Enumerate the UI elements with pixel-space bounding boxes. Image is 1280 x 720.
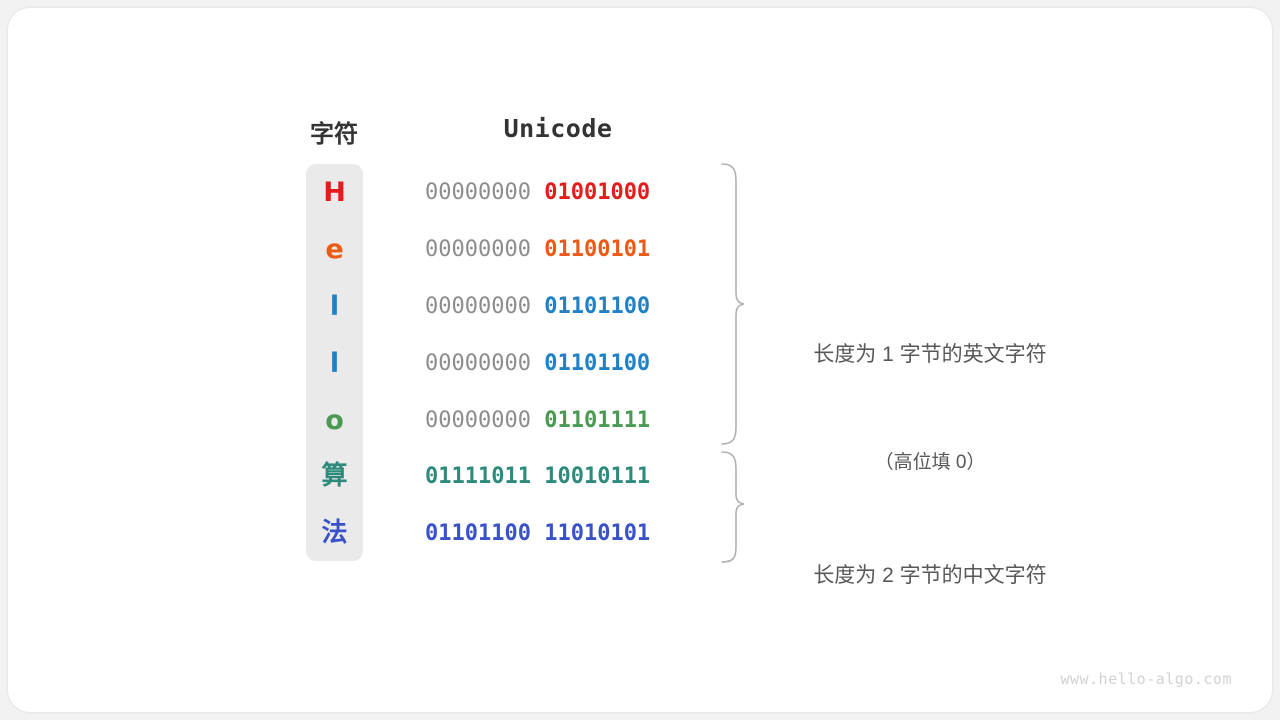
low-byte: 01100101 (544, 237, 651, 262)
table-row: e 00000000 01100101 (0, 221, 1280, 278)
row-unicode-bits: 00000000 01101111 (425, 392, 691, 449)
row-unicode-bits: 00000000 01100101 (425, 221, 691, 278)
table-row: 法 01101100 11010101 (0, 505, 1280, 562)
row-character: o (325, 405, 344, 436)
high-byte: 01111011 (425, 464, 531, 489)
column-header-character: 字符 (310, 121, 358, 148)
low-byte: 10010111 (544, 464, 651, 489)
row-unicode-bits: 00000000 01101100 (425, 335, 691, 392)
annotation-one-byte-main: 长度为 1 字节的英文字符 (813, 343, 1047, 366)
low-byte: 01101100 (544, 294, 651, 319)
row-character: e (325, 234, 344, 265)
high-byte: 00000000 (425, 237, 531, 262)
table-row: l 00000000 01101100 (0, 278, 1280, 335)
watermark: www.hello-algo.com (1060, 670, 1232, 688)
row-character: l (329, 348, 340, 379)
high-byte: 00000000 (425, 408, 531, 433)
row-unicode-bits: 01111011 10010111 (425, 448, 691, 505)
table-row: H 00000000 01001000 (0, 164, 1280, 221)
character-column-panel (306, 164, 363, 561)
row-character: l (329, 291, 340, 322)
low-byte: 01101100 (544, 351, 651, 376)
annotation-two-byte: 长度为 2 字节的中文字符 (760, 486, 1100, 666)
low-byte: 11010101 (544, 521, 651, 546)
column-header-unicode: Unicode (503, 114, 613, 143)
annotation-one-byte-sub: （高位填 0） (874, 452, 986, 473)
low-byte: 01101111 (544, 408, 651, 433)
row-unicode-bits: 00000000 01101100 (425, 278, 691, 335)
high-byte: 00000000 (425, 180, 531, 205)
table-row: 算 01111011 10010111 (0, 448, 1280, 505)
annotation-two-byte-main: 长度为 2 字节的中文字符 (813, 564, 1047, 587)
annotation-one-byte: 长度为 1 字节的英文字符 （高位填 0） (760, 265, 1100, 553)
high-byte: 00000000 (425, 351, 531, 376)
high-byte: 00000000 (425, 294, 531, 319)
row-unicode-bits: 01101100 11010101 (425, 505, 691, 562)
row-character: 算 (321, 461, 348, 491)
table-row: l 00000000 01101100 (0, 335, 1280, 392)
high-byte: 01101100 (425, 521, 531, 546)
row-unicode-bits: 00000000 01001000 (425, 164, 691, 221)
row-character: H (323, 177, 346, 208)
table-row: o 00000000 01101111 (0, 392, 1280, 449)
low-byte: 01001000 (544, 180, 651, 205)
white-card (8, 8, 1272, 712)
row-character: 法 (321, 518, 348, 548)
